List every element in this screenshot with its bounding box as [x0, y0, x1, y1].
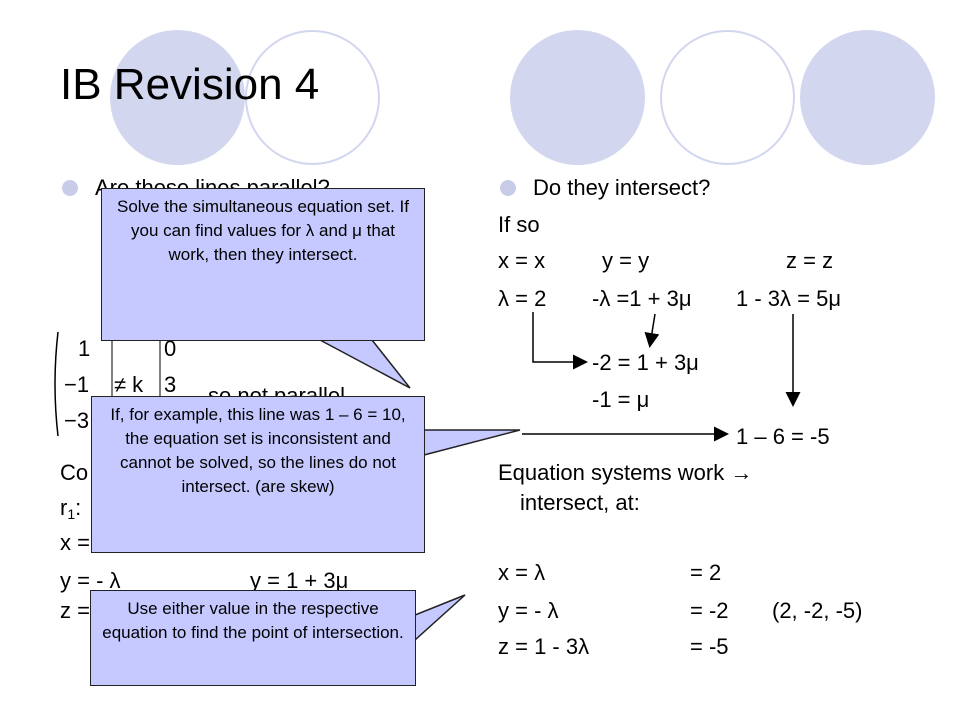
matrix-cell: 0 — [164, 336, 177, 361]
conclusion-line-2: intersect, at: — [520, 490, 640, 515]
result-val-y: = -2 — [690, 598, 729, 623]
step-2-text: -1 = μ — [592, 387, 650, 412]
eq-lambda-z: 1 - 3λ = 5μ — [736, 286, 842, 311]
decor-circle-2 — [510, 30, 645, 165]
step-3-text: 1 – 6 = -5 — [736, 424, 830, 449]
callout-intersection-point: Use either value in the respective equat… — [90, 590, 416, 686]
matrix-cell: −3 — [64, 408, 90, 433]
eq-lambda-x: λ = 2 — [498, 286, 547, 311]
co-line-text: Co — [60, 460, 89, 485]
matrix-cell: 1 — [78, 336, 91, 361]
decor-circle-1 — [110, 30, 245, 165]
result-expr-y: y = - λ — [498, 598, 559, 623]
eq-header-y: y = y — [602, 248, 650, 273]
eq-header-z: z = z — [786, 248, 834, 273]
callout-skew: If, for example, this line was 1 – 6 = 1… — [91, 396, 425, 553]
arrow-right-icon: → — [730, 460, 753, 485]
result-expr-z: z = 1 - 3λ — [498, 634, 590, 659]
matrix-cell: 3 — [164, 372, 177, 397]
conclusion-line-1: Equation systems work → — [498, 460, 753, 485]
result-val-z: = -5 — [690, 634, 729, 659]
y-line-left: y = - λ — [60, 568, 121, 593]
result-expr-x: x = λ — [498, 560, 546, 585]
eq-header-x: x = x — [498, 248, 546, 273]
eq-lambda-y: -λ =1 + 3μ — [592, 286, 692, 311]
arrow-lambda-to-step1 — [532, 312, 588, 370]
if-so-text: If so — [498, 212, 540, 237]
arrow-y-to-step1 — [644, 313, 660, 348]
y-line-right: y = 1 + 3μ — [250, 568, 349, 593]
callout-solve: Solve the simultaneous equation set. If … — [101, 188, 425, 341]
right-bullet-text: Do they intersect? — [533, 175, 711, 200]
decor-circle-3 — [800, 30, 935, 165]
bullet-icon — [62, 180, 78, 196]
step-1-text: -2 = 1 + 3μ — [592, 350, 699, 375]
x-line-text: x = — [60, 530, 90, 555]
slide-title: IB Revision 4 — [60, 60, 320, 109]
z-line-text: z = — [60, 598, 90, 623]
matrix-cell: −1 — [64, 372, 90, 397]
decor-ring-1 — [245, 30, 380, 165]
matrix-neq: ≠ k — [114, 372, 144, 397]
result-point: (2, -2, -5) — [772, 598, 863, 623]
r1-label: r1: — [60, 495, 82, 522]
decor-ring-2 — [660, 30, 795, 165]
result-val-x: = 2 — [690, 560, 722, 585]
bullet-icon — [500, 180, 516, 196]
